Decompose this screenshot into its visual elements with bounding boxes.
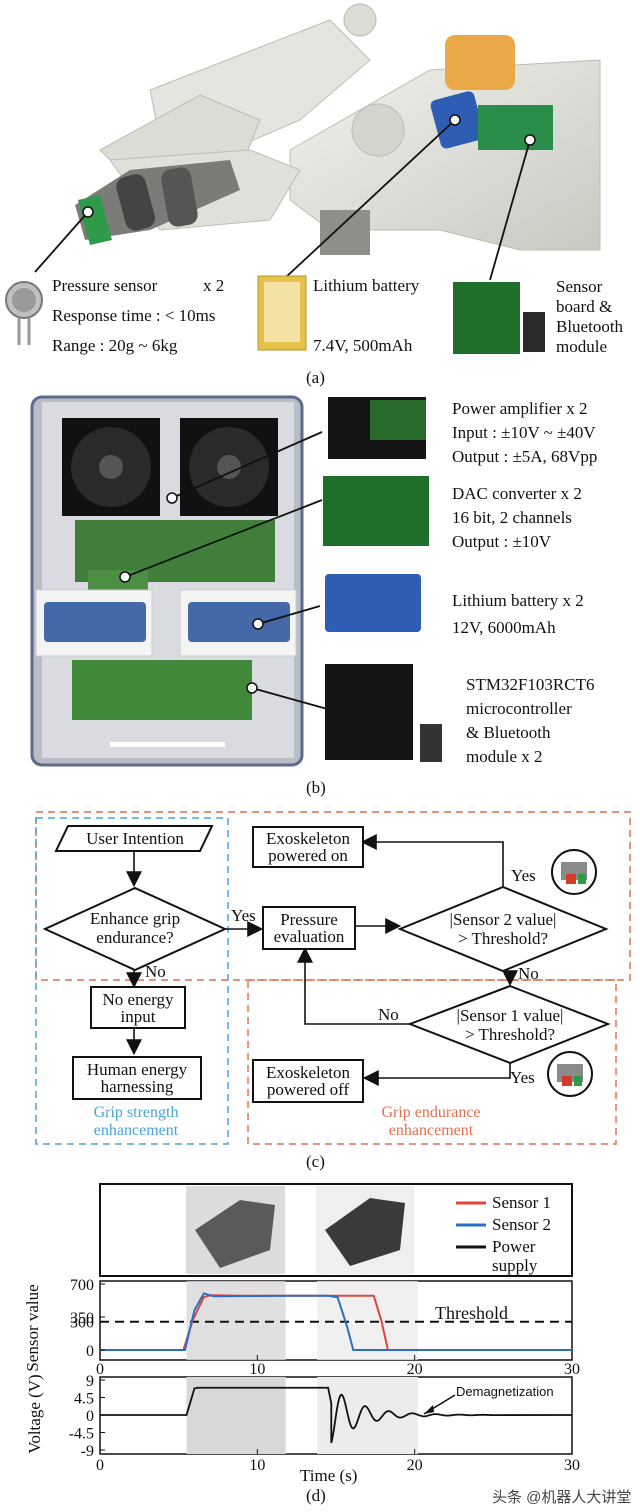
ytick-label-top-2: 300 xyxy=(70,1315,94,1332)
human-energy-line2: harnessing xyxy=(100,1077,174,1096)
human-energy-line1: Human energy xyxy=(86,1060,188,1079)
grip-endurance-label: Grip endurance enhancement xyxy=(356,1104,506,1140)
yes-label-1: Yes xyxy=(231,906,256,925)
grip-strength-line1: Grip strength xyxy=(93,1104,179,1121)
pressure-evaluation-line1: Pressure xyxy=(280,910,338,929)
legend-supply: supply xyxy=(492,1256,538,1275)
exoskeleton-off-line1: Exoskeleton xyxy=(265,1063,351,1082)
dac-line3: Output : ±10V xyxy=(452,532,552,551)
series-line-sensor2 xyxy=(100,1292,572,1351)
controller-box-render xyxy=(30,395,442,767)
legend-sensor2: Sensor 2 xyxy=(492,1215,552,1234)
sensor1-question-line1: |Sensor 1 value| xyxy=(456,1006,564,1025)
ytick-label-bottom-4: -9 xyxy=(81,1443,94,1460)
yes-label-2: Yes xyxy=(511,866,536,885)
amplifier-line3: Output : ±5A, 68Vpp xyxy=(452,447,598,466)
no-label-1: No xyxy=(145,962,166,981)
ytick-label-bottom-2: 0 xyxy=(86,1408,94,1425)
exoskeleton-off-line2: powered off xyxy=(266,1080,350,1099)
battery-b-line1: Lithium battery x 2 xyxy=(452,591,584,610)
mcu-line2: microcontroller xyxy=(466,699,572,718)
grip-endurance-line1: Grip endurance xyxy=(381,1104,481,1121)
grip-endurance-line2: enhancement xyxy=(388,1122,474,1139)
yes-label-3: Yes xyxy=(510,1068,535,1087)
mcu-line1: STM32F103RCT6 xyxy=(466,675,595,694)
xtick-label-bottom-1: 10 xyxy=(249,1457,265,1474)
pressure-sensor-count: x 2 xyxy=(203,276,225,295)
caption-c: (c) xyxy=(306,1152,325,1171)
pressure-evaluation-line2: evaluation xyxy=(273,927,345,946)
battery-a-spec: 7.4V, 500mAh xyxy=(313,336,413,355)
xtick-label-top-1: 10 xyxy=(249,1361,265,1378)
exoskeleton-on-line2: powered on xyxy=(268,846,348,865)
caption-a: (a) xyxy=(306,368,325,387)
demagnetization-label: Demagnetization xyxy=(456,1384,554,1399)
sensor2-question: |Sensor 2 value| > Threshold? xyxy=(428,910,578,948)
xtick-label-top-0: 0 xyxy=(96,1361,104,1378)
enhance-question-line1: Enhance grip xyxy=(89,909,181,928)
ytick-label-bottom-0: 9 xyxy=(86,1373,94,1390)
threshold-label: Threshold xyxy=(435,1303,508,1323)
amplifier-line2: Input : ±10V ~ ±40V xyxy=(452,423,596,442)
sensor-board-line3: Bluetooth xyxy=(556,317,624,336)
sensor1-question-line2: > Threshold? xyxy=(464,1025,555,1044)
xtick-label-bottom-0: 0 xyxy=(96,1457,104,1474)
mcu-line4: module x 2 xyxy=(466,747,543,766)
shaded-interval-0 xyxy=(186,1377,286,1454)
ylabel-voltage: Voltage (V) xyxy=(25,1374,44,1454)
exoskeleton-on-box: Exoskeleton powered on xyxy=(252,826,364,868)
no-energy-box: No energy input xyxy=(90,986,186,1029)
xtick-label-bottom-2: 20 xyxy=(407,1457,423,1474)
no-energy-line2: input xyxy=(120,1006,156,1026)
human-energy-box: Human energy harnessing xyxy=(72,1056,202,1100)
sensor1-question: |Sensor 1 value| > Threshold? xyxy=(436,1006,584,1044)
sensor2-question-line2: > Threshold? xyxy=(457,929,548,948)
enhance-question: Enhance grip endurance? xyxy=(60,909,210,947)
shaded-interval-top-0 xyxy=(186,1281,286,1360)
battery-a-title: Lithium battery xyxy=(313,276,420,295)
sensor-board-line1: Sensor xyxy=(556,277,603,296)
user-intention: User Intention xyxy=(86,829,184,848)
caption-b: (b) xyxy=(306,778,326,797)
sensor-board-line2: board & xyxy=(556,297,613,316)
xtick-label-top-3: 30 xyxy=(564,1361,580,1378)
ytick-label-top-3: 0 xyxy=(86,1343,94,1360)
series-line-power-supply xyxy=(100,1386,573,1444)
ytick-label-bottom-3: -4.5 xyxy=(69,1426,94,1443)
no-label-3: No xyxy=(378,1005,399,1024)
dac-line2: 16 bit, 2 channels xyxy=(452,508,572,527)
exoskeleton-render xyxy=(5,3,601,354)
xtick-label-bottom-3: 30 xyxy=(564,1457,580,1474)
exoskeleton-on-line1: Exoskeleton xyxy=(265,829,351,848)
xlabel-time: Time (s) xyxy=(300,1466,358,1485)
pressure-sensor-title: Pressure sensor xyxy=(52,276,158,295)
legend-sensor1: Sensor 1 xyxy=(492,1193,552,1212)
enhance-question-line2: endurance? xyxy=(96,928,174,947)
ytick-label-top-1: 350 xyxy=(70,1310,94,1327)
xtick-label-top-2: 20 xyxy=(407,1361,423,1378)
mcu-line3: & Bluetooth xyxy=(466,723,551,742)
exoskeleton-off-box: Exoskeleton powered off xyxy=(252,1059,364,1103)
sensor-board-line4: module xyxy=(556,337,607,356)
caption-d: (d) xyxy=(306,1486,326,1505)
ytick-label-bottom-1: 4.5 xyxy=(74,1391,94,1408)
sensor2-question-line1: |Sensor 2 value| xyxy=(449,910,557,929)
legend-power: Power xyxy=(492,1237,536,1256)
amplifier-line1: Power amplifier x 2 xyxy=(452,399,588,418)
no-label-2: No xyxy=(518,964,539,983)
grip-strength-line2: enhancement xyxy=(93,1122,179,1139)
pressure-sensor-response: Response time : < 10ms xyxy=(52,306,216,325)
watermark: 头条 @机器人大讲堂 xyxy=(492,1489,632,1506)
pressure-evaluation-box: Pressure evaluation xyxy=(262,906,356,950)
ytick-label-top-0: 700 xyxy=(70,1277,94,1294)
grip-strength-label: Grip strength enhancement xyxy=(66,1104,206,1140)
dac-line1: DAC converter x 2 xyxy=(452,484,582,503)
shaded-interval-top-1 xyxy=(317,1281,418,1360)
pressure-sensor-range: Range : 20g ~ 6kg xyxy=(52,336,178,355)
shaded-interval-1 xyxy=(317,1377,418,1454)
no-energy-line1: No energy xyxy=(102,989,174,1009)
battery-b-line2: 12V, 6000mAh xyxy=(452,618,556,637)
flowchart-lines xyxy=(35,811,631,1145)
